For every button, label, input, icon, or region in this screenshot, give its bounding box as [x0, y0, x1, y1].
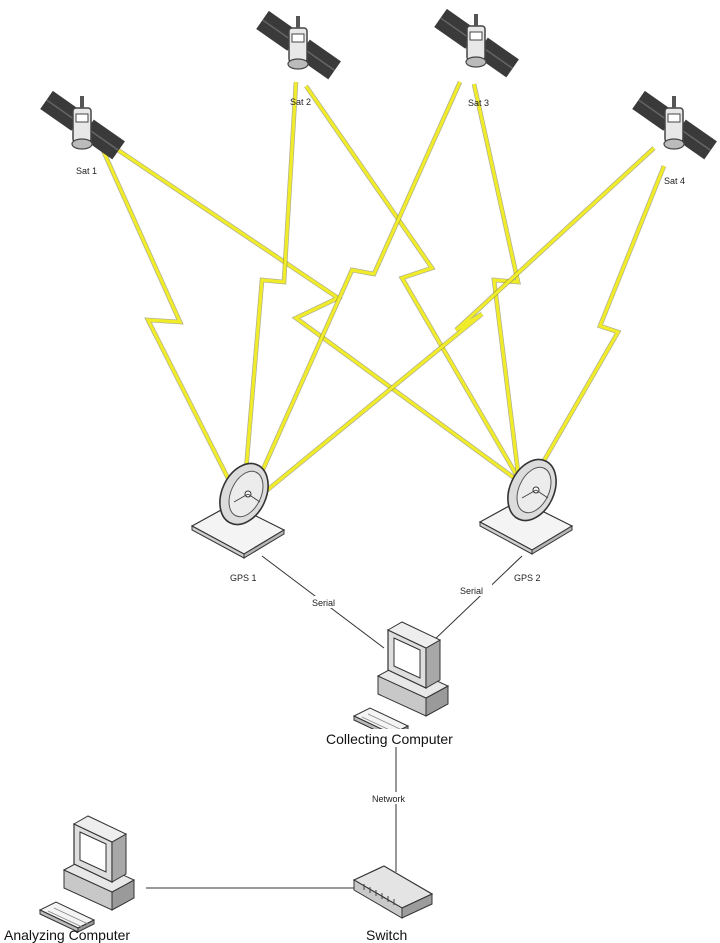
satellite-sat3: Sat 3: [433, 8, 520, 108]
signal-sat3-gps2: [471, 83, 523, 489]
network-label: Network: [372, 794, 406, 804]
serial-label-2: Serial: [460, 586, 483, 596]
satellite-label: Sat 2: [290, 97, 311, 107]
satellite-icon: [255, 10, 342, 81]
satellite-sat1: Sat 1: [39, 90, 126, 176]
signal-sat2-gps1: [241, 81, 299, 495]
signal-sat1-gps2: [110, 144, 530, 490]
switch-icon: [353, 865, 433, 919]
gps-label: GPS 1: [230, 573, 257, 583]
switch-label: Switch: [366, 927, 407, 943]
signal-sat3-gps1: [249, 81, 463, 495]
signal-sat4-gps2: [524, 165, 667, 494]
signal-sat2-gps2: [304, 84, 526, 490]
collecting-computer: Collecting Computer: [322, 621, 480, 747]
gps-receiver-1: GPS 1: [191, 454, 285, 583]
gps-receiver-2: GPS 2: [479, 450, 573, 583]
serial-label-1: Serial: [312, 598, 335, 608]
satellite-label: Sat 4: [664, 176, 685, 186]
signal-links: [99, 81, 667, 498]
serial-link-gps2: [431, 555, 523, 643]
collecting-computer-label: Collecting Computer: [326, 731, 453, 747]
satellite-icon: [433, 8, 520, 79]
computer-icon: [353, 621, 449, 739]
analyzing-computer-label: Analyzing Computer: [4, 927, 130, 943]
satellite-icon: [39, 90, 126, 161]
network-switch: Switch: [353, 865, 433, 943]
gps-label: GPS 2: [514, 573, 541, 583]
analyzing-computer: Analyzing Computer: [4, 815, 135, 943]
gps-dish-icon: [191, 454, 285, 559]
gps-dish-icon: [479, 450, 573, 555]
satellite-sat2: Sat 2: [255, 10, 342, 107]
satellite-sat4: Sat 4: [631, 90, 718, 186]
satellite-label: Sat 1: [76, 166, 97, 176]
satellite-label: Sat 3: [468, 98, 489, 108]
computer-icon: [39, 815, 135, 933]
signal-sat1-gps1: [99, 147, 239, 496]
satellite-icon: [631, 90, 718, 161]
signal-sat4-gps1: [258, 146, 656, 498]
